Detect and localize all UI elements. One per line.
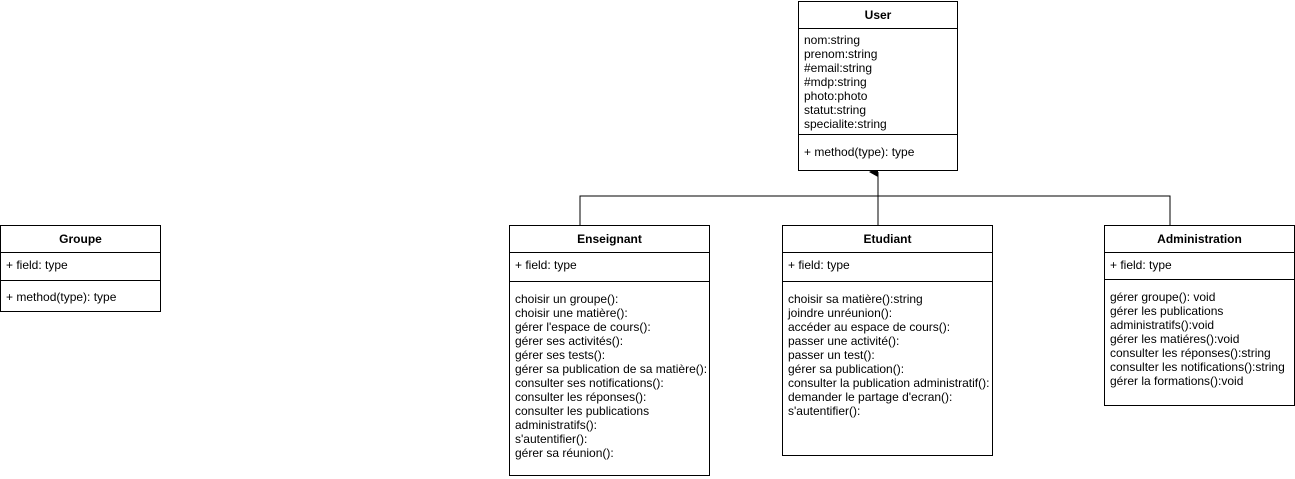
method-line: administratifs():void: [1110, 318, 1215, 332]
methods-section: choisir un groupe(): choisir une matière…: [510, 282, 709, 463]
attribute-line: + field: type: [6, 258, 68, 272]
method-line: gérer les matiéres():void: [1110, 332, 1240, 346]
method-line: gérer les publications: [1110, 304, 1224, 318]
attributes-section: + field: type: [1105, 253, 1294, 280]
method-line: gérer l'espace de cours():: [515, 320, 651, 334]
method-line: gérer sa publication():: [788, 362, 905, 376]
generalization-line-shared: [579, 195, 1171, 226]
method-line: passer un test():: [788, 348, 875, 362]
method-line: gérer ses activités():: [515, 334, 624, 348]
method-line: + method(type): type: [804, 145, 915, 159]
method-line: s'autentifier():: [515, 432, 588, 446]
method-line: consulter les réponses():string: [1110, 346, 1271, 360]
attributes-section: nom:string prenom:string #email:string #…: [799, 29, 957, 135]
method-line: accéder au espace de cours():: [788, 320, 951, 334]
method-line: gérer ses tests():: [515, 348, 606, 362]
method-line: + method(type): type: [6, 290, 117, 304]
attributes-section: + field: type: [510, 253, 709, 282]
attribute-line: + field: type: [515, 258, 577, 272]
method-line: choisir un groupe():: [515, 292, 619, 306]
method-line: choisir sa matière():string: [788, 292, 923, 306]
class-title: Enseignant: [510, 226, 709, 253]
class-groupe[interactable]: Groupe + field: type + method(type): typ…: [0, 225, 161, 312]
method-line: consulter les publications: [515, 404, 650, 418]
attribute-line: specialite:string: [804, 117, 887, 131]
attribute-line: + field: type: [1110, 258, 1172, 272]
class-etudiant[interactable]: Etudiant + field: type choisir sa matièr…: [782, 225, 993, 456]
class-enseignant[interactable]: Enseignant + field: type choisir un grou…: [509, 225, 710, 476]
attribute-line: #mdp:string: [804, 75, 867, 89]
class-title: Etudiant: [783, 226, 992, 253]
method-line: choisir une matière():: [515, 306, 628, 320]
method-line: demander le partage d'ecran():: [788, 390, 953, 404]
method-line: joindre unréunion():: [788, 306, 893, 320]
class-title: Groupe: [1, 226, 160, 253]
attributes-section: + field: type: [783, 253, 992, 282]
method-line: consulter les notifications():string: [1110, 360, 1285, 374]
method-line: gérer groupe(): void: [1110, 290, 1216, 304]
methods-section: + method(type): type: [799, 135, 957, 162]
class-administration[interactable]: Administration + field: type gérer group…: [1104, 225, 1295, 406]
class-title: Administration: [1105, 226, 1294, 253]
method-line: gérer sa publication de sa matière():: [515, 362, 708, 376]
class-user[interactable]: User nom:string prenom:string #email:str…: [798, 1, 958, 171]
method-line: administratifs():: [515, 418, 598, 432]
method-line: consulter la publication administratif()…: [788, 376, 990, 390]
attribute-line: #email:string: [804, 61, 873, 75]
method-line: gérer sa réunion():: [515, 446, 614, 460]
attribute-line: photo:photo: [804, 89, 868, 103]
method-line: passer une activité():: [788, 334, 900, 348]
attributes-section: + field: type: [1, 253, 160, 281]
method-line: s'autentifier():: [788, 404, 861, 418]
attribute-line: + field: type: [788, 258, 850, 272]
attribute-line: statut:string: [804, 103, 867, 117]
attribute-line: nom:string: [804, 33, 861, 47]
methods-section: gérer groupe(): void gérer les publicati…: [1105, 280, 1294, 391]
methods-section: + method(type): type: [1, 281, 160, 307]
class-title: User: [799, 2, 957, 29]
method-line: gérer la formations():void: [1110, 374, 1244, 388]
method-line: consulter les réponses():: [515, 390, 647, 404]
methods-section: choisir sa matière():string joindre unré…: [783, 282, 992, 421]
attribute-line: prenom:string: [804, 47, 878, 61]
method-line: consulter ses notifications():: [515, 376, 664, 390]
